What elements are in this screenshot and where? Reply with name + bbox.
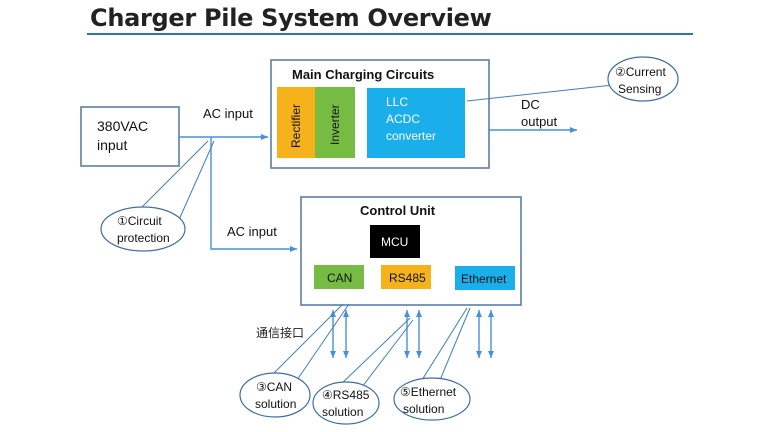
control-unit-block: Control Unit MCU CAN RS485 Ethernet bbox=[300, 196, 522, 306]
control-unit-title: Control Unit bbox=[360, 203, 436, 218]
callout-protection-line2: protection bbox=[117, 231, 170, 245]
callout-line-can-a bbox=[271, 303, 344, 376]
dc-output-line1: DC bbox=[521, 97, 540, 112]
ethernet-block bbox=[455, 266, 515, 290]
page-title: Charger Pile System Overview bbox=[90, 4, 492, 32]
llc-label-line2: ACDC bbox=[386, 112, 420, 126]
callout-rs485-line1: ④RS485 bbox=[322, 388, 370, 402]
callout-line-rs485-a bbox=[338, 317, 411, 387]
rs485-block bbox=[381, 265, 431, 289]
llc-label-line1: LLC bbox=[386, 95, 408, 109]
llc-converter-block bbox=[367, 88, 465, 158]
callout-line-protection-a bbox=[140, 140, 209, 209]
dc-output-line2: output bbox=[521, 114, 558, 129]
callout-can-solution: ③CAN solution bbox=[239, 372, 311, 418]
callout-can-line1: ③CAN bbox=[256, 380, 292, 394]
callout-ellipse-ethernet bbox=[393, 377, 471, 421]
input-label-line2: input bbox=[97, 137, 127, 153]
callout-connectors bbox=[140, 84, 614, 388]
ac-flow-lines bbox=[179, 134, 297, 252]
callout-sensing-line2: Sensing bbox=[618, 82, 661, 96]
callout-ethernet-solution: ⑤Ethernet solution bbox=[393, 377, 471, 421]
callout-line-can-b bbox=[296, 303, 350, 381]
callout-circuit-protection: ①Circuit protection bbox=[100, 206, 186, 252]
rectifier-block bbox=[277, 87, 315, 158]
callout-ethernet-line1: ⑤Ethernet bbox=[400, 385, 457, 399]
callout-line-ethernet-b bbox=[439, 307, 471, 381]
callout-ellipse-sensing bbox=[607, 56, 679, 102]
can-block bbox=[314, 265, 364, 289]
callout-line-sensing bbox=[466, 84, 614, 102]
input-label-line1: 380VAC bbox=[97, 118, 148, 134]
rs485-label: RS485 bbox=[389, 271, 426, 285]
can-label: CAN bbox=[327, 271, 352, 285]
inverter-label: Inverter bbox=[328, 104, 342, 145]
main-charging-block: Main Charging Circuits Rectifier Inverte… bbox=[270, 59, 490, 169]
mcu-label: MCU bbox=[381, 235, 408, 249]
ac-input-label-bottom: AC input bbox=[227, 224, 277, 239]
llc-label-line3: converter bbox=[386, 129, 436, 143]
main-charging-title: Main Charging Circuits bbox=[292, 67, 434, 82]
callout-protection-line1: ①Circuit bbox=[117, 214, 162, 228]
callout-ellipse-protection bbox=[100, 206, 186, 252]
callout-ellipse-can bbox=[239, 372, 311, 418]
callout-rs485-line2: solution bbox=[322, 405, 363, 419]
callout-rs485-solution: ④RS485 solution bbox=[312, 381, 380, 425]
input-box bbox=[80, 106, 180, 167]
callout-ellipse-rs485 bbox=[312, 381, 380, 425]
callout-line-ethernet-a bbox=[421, 307, 468, 381]
callout-can-line2: solution bbox=[255, 397, 296, 411]
rectifier-label: Rectifier bbox=[289, 104, 303, 148]
callout-line-rs485-b bbox=[361, 319, 414, 388]
callout-ethernet-line2: solution bbox=[403, 402, 444, 416]
ethernet-label: Ethernet bbox=[461, 272, 507, 286]
input-block: 380VAC input bbox=[80, 106, 180, 167]
inverter-block bbox=[315, 87, 355, 158]
ac-input-label-top: AC input bbox=[203, 106, 253, 121]
callout-current-sensing: ②Current Sensing bbox=[607, 56, 679, 102]
mcu-block bbox=[370, 225, 420, 258]
comm-interface-label: 通信接口 bbox=[256, 325, 304, 340]
callout-line-protection-b bbox=[177, 140, 215, 223]
comm-arrows bbox=[330, 310, 494, 358]
title-underline bbox=[87, 33, 693, 35]
ac-input-arrow-bottom bbox=[210, 137, 297, 252]
callout-sensing-line1: ②Current bbox=[615, 65, 666, 79]
